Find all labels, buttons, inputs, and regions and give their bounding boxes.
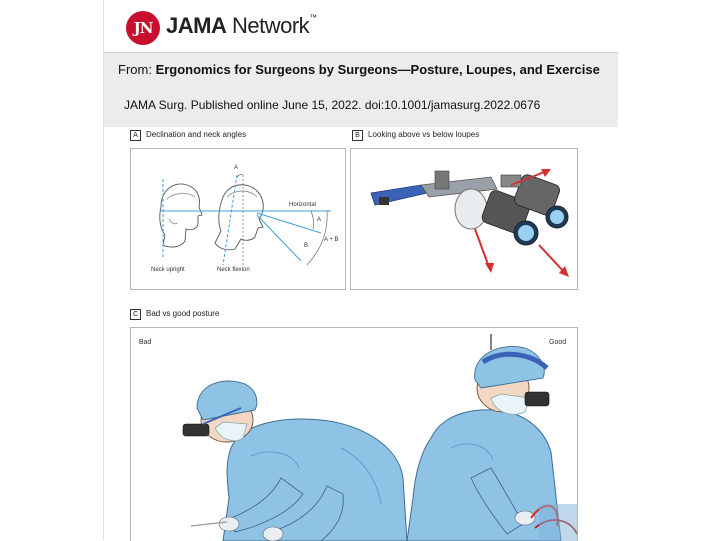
angle-a-top-arc	[236, 174, 244, 178]
good-hand	[514, 510, 536, 526]
site-header: JN JAMA Network™	[104, 0, 618, 53]
panel-a-caption: Declination and neck angles	[146, 130, 247, 139]
panel-c-caption: Bad vs good posture	[146, 309, 220, 318]
bad-arm-right	[270, 485, 344, 541]
panel-c-image: Bad Good	[130, 327, 578, 541]
panel-b-caption: Looking above vs below loupes	[368, 130, 480, 139]
neck-flexion-label: Neck flexion	[217, 267, 250, 273]
jama-network-logo[interactable]: JAMA Network™	[166, 13, 317, 39]
gaze-above-arrowhead	[541, 169, 551, 177]
trademark: ™	[309, 13, 317, 22]
logo-name-rest: Network	[226, 13, 310, 38]
gaze-line-a	[256, 212, 322, 234]
panel-a-image: A Horizontal A B A + B Neck upright Neck…	[130, 148, 346, 290]
gaze-above-arrow	[510, 170, 548, 186]
gaze-below-left-arrow	[474, 228, 490, 268]
loupes-illustration	[370, 169, 569, 277]
gaze-below-right-arrowhead	[559, 266, 569, 277]
gaze-below-left-arrowhead	[485, 263, 494, 273]
carrier-lens	[454, 188, 488, 230]
good-posture-label: Good	[549, 339, 566, 346]
angle-a-top-label: A	[234, 165, 238, 171]
flexed-head-figure	[214, 184, 264, 251]
angle-a-arc	[310, 210, 314, 230]
bad-instrument	[190, 521, 228, 527]
article-citation: JAMA Surg. Published online June 15, 202…	[124, 98, 541, 112]
angle-sum-arc	[306, 210, 328, 266]
angle-b-label: B	[304, 243, 308, 249]
from-prefix: From:	[118, 62, 156, 77]
angle-sum-label: A + B	[324, 237, 339, 243]
jama-logo-mark[interactable]: JN	[126, 11, 160, 45]
good-arm	[470, 467, 524, 535]
panel-b-label: B Looking above vs below loupes	[352, 130, 479, 141]
article-title[interactable]: Ergonomics for Surgeons by Surgeons—Post…	[155, 62, 600, 77]
frame-hinge	[434, 170, 450, 190]
article-title-line: From: Ergonomics for Surgeons by Surgeon…	[118, 62, 600, 77]
article-info-bar: From: Ergonomics for Surgeons by Surgeon…	[104, 53, 618, 127]
temple-tip	[379, 197, 389, 205]
logo-name-bold: JAMA	[166, 13, 227, 38]
upright-head-figure	[159, 183, 203, 248]
panel-c-label: C Bad vs good posture	[130, 309, 219, 320]
declination-diagram: A Horizontal A B A + B Neck upright Neck…	[151, 165, 339, 273]
neck-upright-label: Neck upright	[151, 267, 185, 273]
bad-hand-right	[262, 526, 284, 541]
good-headlight-band	[481, 351, 549, 370]
posture-illustration: Bad Good	[139, 334, 577, 541]
bad-loupe-band	[202, 407, 242, 425]
bad-arm-left	[230, 477, 304, 533]
telescope-right	[514, 174, 569, 229]
telescope-left	[481, 190, 539, 246]
figure-page: JN JAMA Network™ From: Ergonomics for Su…	[104, 0, 618, 541]
loupe-mount	[500, 174, 522, 188]
bad-posture-surgeon	[182, 380, 408, 541]
good-loupes	[524, 391, 550, 407]
surgical-drape	[539, 504, 577, 541]
bad-surgical-cap	[196, 380, 258, 421]
panel-c-letter: C	[130, 309, 141, 320]
panel-b-image	[350, 148, 578, 290]
angle-a-label: A	[317, 217, 321, 223]
horizontal-label: Horizontal	[289, 202, 316, 208]
bad-mask	[214, 421, 248, 442]
bad-loupes	[182, 423, 210, 437]
bad-posture-label: Bad	[139, 339, 152, 346]
loupe-frame	[420, 176, 498, 198]
gaze-line-b	[256, 214, 302, 262]
flexion-neck-guide	[222, 174, 238, 266]
panel-a-letter: A	[130, 130, 141, 141]
gaze-below-right-arrow	[538, 244, 566, 274]
good-posture-surgeon	[406, 334, 577, 541]
bad-hand-left	[218, 516, 240, 532]
panel-b-letter: B	[352, 130, 363, 141]
page-left-border	[103, 0, 104, 540]
panel-a-label: A Declination and neck angles	[130, 130, 246, 141]
